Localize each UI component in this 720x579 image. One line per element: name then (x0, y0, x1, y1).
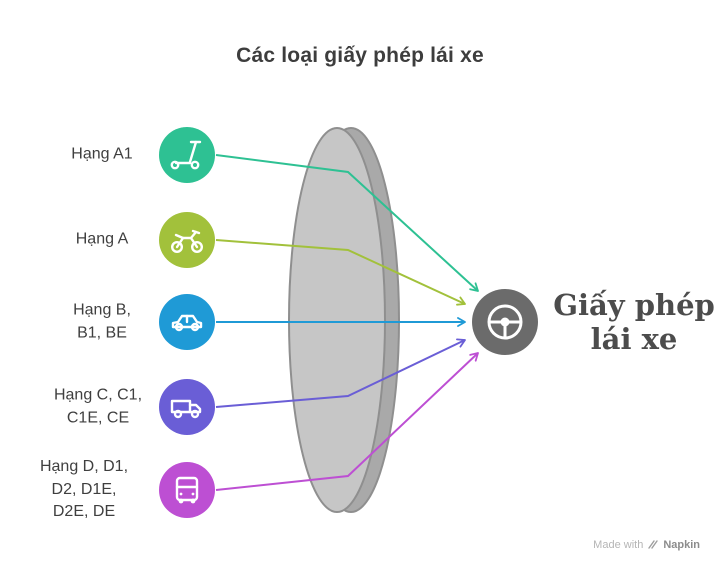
category-label-d: Hạng D, D1, D2, D1E, D2E, DE (39, 457, 129, 521)
watermark-brand: Napkin (663, 539, 700, 551)
category-label-b: Hạng B, B1, BE (73, 301, 131, 341)
funnel-lens (288, 127, 400, 513)
steering-wheel-icon (472, 289, 538, 355)
target-label: Giấy phép lái xe (553, 287, 715, 356)
scooter-icon (159, 127, 215, 183)
category-label-a: Hạng A (75, 230, 129, 248)
connector-c (215, 338, 466, 408)
truck-icon (159, 379, 215, 435)
connector-a (215, 239, 466, 306)
connector-a1 (215, 154, 479, 292)
watermark-made-with: Made with (593, 539, 644, 551)
category-label-a1: Hạng A1 (71, 145, 133, 163)
motorcycle-icon (159, 212, 215, 268)
napkin-logo-icon (648, 540, 659, 549)
page-title: Các loại giấy phép lái xe (236, 44, 484, 67)
car-icon (159, 294, 215, 350)
category-label-c: Hạng C, C1, C1E, CE (53, 386, 143, 426)
connector-d (215, 352, 479, 491)
bus-icon (159, 462, 215, 518)
watermark: Made with Napkin (593, 539, 700, 551)
